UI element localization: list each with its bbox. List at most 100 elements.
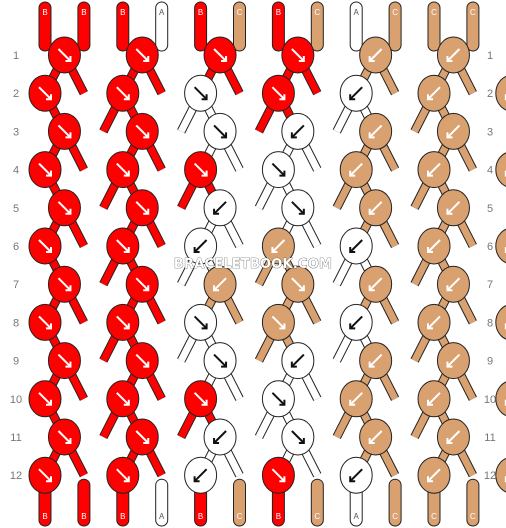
- row-number-right: 8: [487, 317, 493, 329]
- knot-arrowhead-icon: [427, 94, 433, 101]
- knot-arrowhead-icon: [446, 132, 453, 139]
- row-number-right: 6: [487, 241, 493, 253]
- bottom-strand-letter: A: [354, 512, 360, 521]
- row-number-right: 3: [487, 126, 493, 138]
- top-strand-letter: B: [120, 8, 125, 17]
- knot-arrow-down-left-icon: [427, 239, 441, 253]
- knot-arrowhead-icon: [427, 323, 433, 330]
- bottom-strand-letter: B: [81, 512, 86, 521]
- knot-arrow-down-right-icon: [291, 430, 305, 444]
- knot-arrowhead-icon: [446, 208, 453, 215]
- row-number-right: 2: [487, 88, 493, 100]
- knot: [495, 457, 506, 493]
- knot-arrow-down-left-icon: [349, 315, 363, 330]
- knot-arrowhead-icon: [123, 94, 130, 101]
- knot-arrowhead-icon: [290, 361, 297, 368]
- knot-arrowhead-icon: [65, 208, 72, 215]
- knot-arrow-down-right-icon: [116, 239, 130, 253]
- row-number-right: 9: [487, 356, 493, 368]
- knot-arrowhead-icon: [349, 170, 356, 177]
- knot-arrowhead-icon: [46, 399, 52, 406]
- knot-arrow-down-left-icon: [213, 430, 227, 444]
- knot: [495, 381, 506, 417]
- row-number-left: 6: [13, 241, 19, 253]
- knot-arrow-down-left-icon: [446, 430, 461, 444]
- knot-arrow-down-right-icon: [135, 48, 149, 62]
- knot-arrowhead-icon: [279, 476, 286, 483]
- bottom-strand-letter: C: [431, 512, 437, 521]
- knot-arrowhead-icon: [46, 247, 52, 253]
- knot-arrowhead-icon: [279, 94, 286, 101]
- knot-arrowhead-icon: [143, 285, 150, 292]
- row-number-right: 11: [484, 432, 495, 444]
- knot-arrowhead-icon: [446, 56, 453, 62]
- knot-arrow-down-left-icon: [368, 48, 383, 62]
- knot-arrow-down-right-icon: [116, 468, 130, 482]
- knot-arrow-down-left-icon: [368, 124, 383, 139]
- knot-arrow-down-right-icon: [38, 86, 52, 100]
- knot-arrowhead-icon: [349, 247, 356, 253]
- knot-arrow-down-left-icon: [446, 277, 461, 291]
- knot-arrowhead-icon: [349, 94, 356, 101]
- knot-arrowhead-icon: [213, 438, 220, 444]
- knot-arrow-down-right-icon: [271, 162, 286, 177]
- knot-arrow-down-left-icon: [291, 353, 305, 368]
- knot-arrowhead-icon: [143, 208, 150, 215]
- knot-arrow-down-right-icon: [38, 315, 52, 330]
- bottom-strand-letter: C: [470, 512, 476, 521]
- knot-arrowhead-icon: [46, 170, 52, 177]
- knot-arrow-down-right-icon: [57, 430, 72, 444]
- knot-arrowhead-icon: [446, 361, 453, 368]
- knot-arrow-down-left-icon: [213, 277, 227, 291]
- knot-arrow-down-right-icon: [213, 353, 227, 368]
- knot-arrow-down-left-icon: [368, 430, 383, 444]
- bottom-strand-letter: B: [120, 512, 125, 521]
- knot-arrow-down-left-icon: [368, 277, 383, 291]
- bottom-strand-letter: C: [314, 512, 320, 521]
- knot-arrow-down-right-icon: [271, 468, 286, 482]
- knot-arrowhead-icon: [298, 208, 305, 215]
- knot-arrow-down-left-icon: [349, 392, 363, 406]
- knot-arrow-down-left-icon: [193, 468, 208, 482]
- knot-arrow-down-right-icon: [193, 392, 208, 406]
- knot-arrowhead-icon: [46, 476, 52, 483]
- knot-arrowhead-icon: [123, 323, 130, 330]
- knot-arrowhead-icon: [279, 323, 286, 330]
- knot-arrowhead-icon: [290, 132, 297, 139]
- top-strand-letter: B: [42, 8, 47, 17]
- knot-arrow-down-right-icon: [213, 124, 227, 139]
- knot-arrowhead-icon: [298, 285, 305, 292]
- knot-arrowhead-icon: [427, 247, 433, 253]
- knot-arrow-down-left-icon: [446, 353, 461, 368]
- row-number-right: 7: [487, 279, 493, 291]
- bottom-strand-letter: C: [392, 512, 398, 521]
- knot-arrow-down-right-icon: [291, 277, 305, 291]
- row-number-left: 7: [13, 279, 19, 291]
- knot-arrow-down-right-icon: [57, 124, 72, 139]
- knot-arrowhead-icon: [201, 170, 208, 177]
- knot-arrowhead-icon: [201, 94, 208, 101]
- knot-arrow-down-right-icon: [38, 392, 52, 406]
- knot-arrow-down-left-icon: [213, 201, 227, 215]
- row-number-left: 11: [10, 432, 21, 444]
- bottom-strand-letter: C: [237, 512, 243, 521]
- knot-arrow-down-right-icon: [135, 277, 149, 291]
- row-number-left: 5: [13, 203, 19, 215]
- knot-arrow-down-left-icon: [446, 48, 461, 62]
- knot: [495, 305, 506, 340]
- knot-arrowhead-icon: [349, 323, 356, 330]
- knot-arrowhead-icon: [349, 476, 356, 483]
- knot-arrow-down-right-icon: [213, 48, 227, 62]
- knot-arrow-down-right-icon: [135, 353, 149, 368]
- knot-arrow-down-right-icon: [38, 239, 52, 253]
- knot-arrow-down-right-icon: [135, 201, 149, 215]
- row-number-left: 1: [13, 50, 19, 62]
- top-strand-letter: C: [431, 8, 437, 17]
- knot-arrow-down-left-icon: [349, 239, 363, 253]
- knot-arrowhead-icon: [123, 170, 130, 177]
- row-number-right: 4: [487, 165, 493, 177]
- row-number-left: 2: [13, 88, 19, 100]
- top-strand-letter: C: [392, 8, 398, 17]
